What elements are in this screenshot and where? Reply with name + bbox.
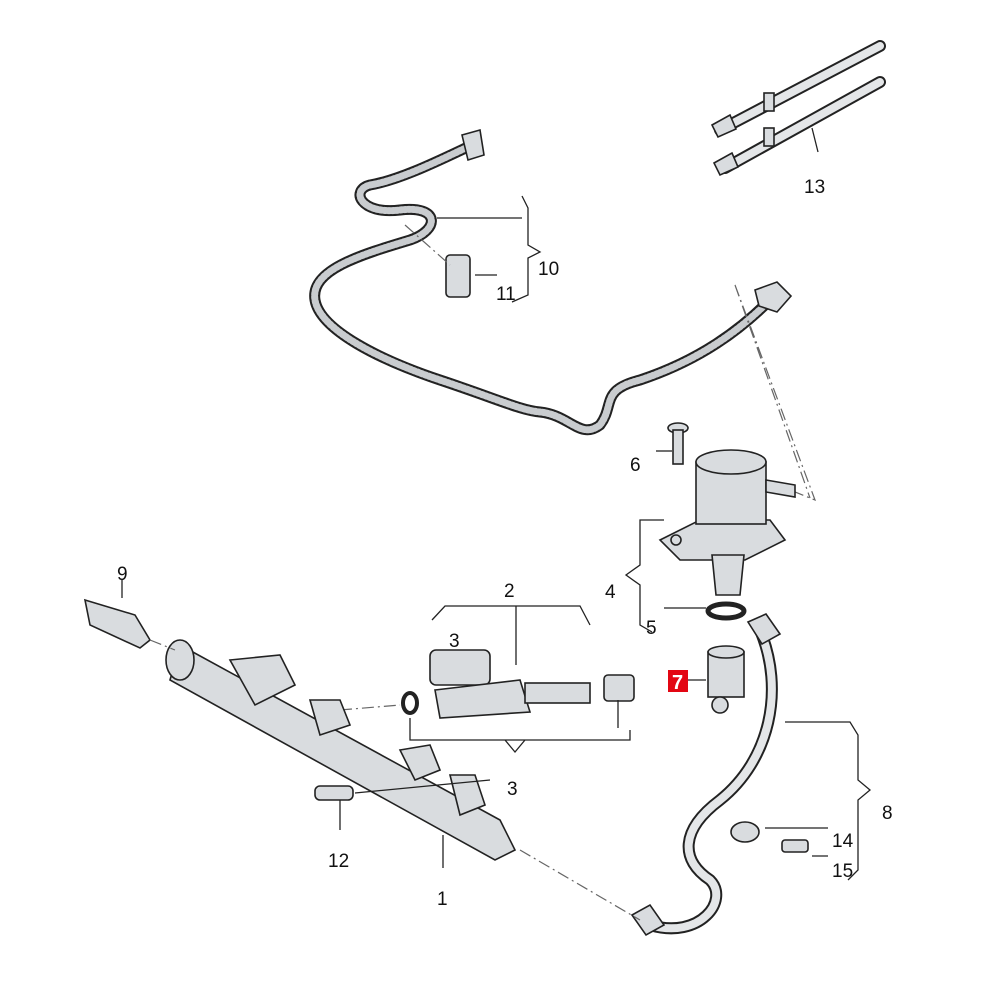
callout-13[interactable]: 13 [804,177,825,198]
hose-10[interactable] [309,128,793,436]
cable-ties-13[interactable] [710,40,886,177]
bolt-6[interactable] [667,422,689,465]
callout-2[interactable]: 2 [504,581,515,602]
callout-7-highlighted[interactable]: 7 [672,672,683,694]
callout-14[interactable]: 14 [832,831,854,852]
callout-12[interactable]: 12 [328,851,349,872]
callout-3-injector[interactable]: 3 [449,631,460,652]
injector-2[interactable] [401,649,635,719]
callout-15[interactable]: 15 [832,861,853,882]
o-ring-5[interactable] [705,601,747,621]
high-pressure-pump-4[interactable] [658,449,796,596]
highlight-badge-7 [668,670,688,692]
callout-11[interactable]: 11 [496,284,516,305]
callout-4[interactable]: 4 [605,582,616,603]
fuel-rail-1[interactable] [165,639,517,861]
roller-tappet-7[interactable] [707,645,745,714]
callout-10[interactable]: 10 [538,259,559,280]
callout-8[interactable]: 8 [882,803,893,824]
bolt-12[interactable] [314,785,354,801]
pressure-sensor-9[interactable] [83,598,152,649]
high-pressure-line-8[interactable] [630,613,782,937]
clamp-14[interactable] [730,821,760,843]
callout-3-rail[interactable]: 3 [507,779,518,800]
clip-11[interactable] [445,254,471,298]
callout-6[interactable]: 6 [630,455,641,476]
callout-1[interactable]: 1 [437,889,448,910]
bolt-15[interactable] [781,839,809,853]
callout-9[interactable]: 9 [117,564,128,585]
callout-5[interactable]: 5 [646,618,657,639]
